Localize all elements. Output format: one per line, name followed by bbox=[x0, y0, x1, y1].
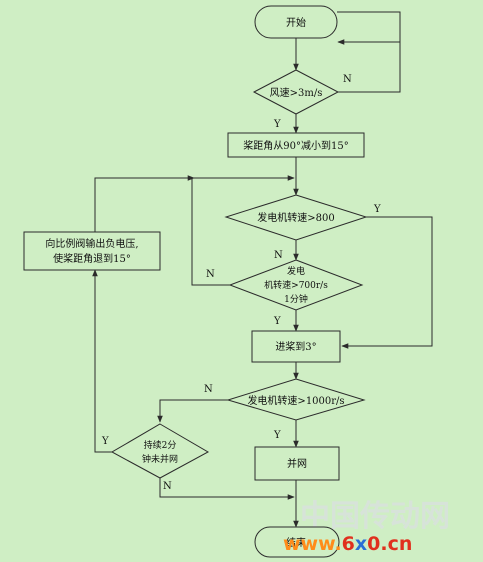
edge-1000-no bbox=[157, 399, 230, 423]
edge-label-700-yes: Y bbox=[273, 316, 281, 327]
gen-speed-1000-label: 发电机转速>1000r/s bbox=[247, 394, 344, 407]
watermark-url-cn: .cn bbox=[380, 533, 412, 555]
edge-label-800-no: N bbox=[274, 250, 283, 261]
gen-speed-800-label: 发电机转速>800 bbox=[257, 211, 334, 224]
edge-label-700-no: N bbox=[206, 269, 215, 280]
pitch-3-label: 进桨到3° bbox=[275, 340, 316, 353]
edge-label-1000-yes: Y bbox=[273, 430, 281, 441]
edge-persist-yes bbox=[92, 269, 112, 453]
edge-wind-no-return bbox=[337, 39, 401, 92]
persist-decision bbox=[110, 423, 210, 479]
gen-speed-700-line2: 机转速>700r/s bbox=[264, 279, 328, 291]
edge-label-wind-yes: Y bbox=[273, 119, 281, 130]
end-node bbox=[254, 526, 340, 558]
edge-retreat-to-loop bbox=[94, 175, 195, 232]
edge-800-yes bbox=[341, 216, 433, 349]
watermark-url-x: x bbox=[355, 533, 367, 555]
retreat-line1: 向比例阀输出负电压, bbox=[45, 237, 138, 250]
gen-speed-700-decision bbox=[228, 259, 364, 311]
wind-speed-label: 风速>3m/s bbox=[270, 87, 323, 99]
watermark-url-www: www. bbox=[283, 533, 342, 555]
retreat-pitch-box bbox=[23, 231, 161, 271]
wind-speed-decision bbox=[252, 69, 340, 115]
watermark-url-6: 6 bbox=[342, 533, 355, 555]
start-label: 开始 bbox=[286, 16, 306, 29]
edge-label-persist-no: N bbox=[163, 481, 172, 492]
edge-label-800-yes: Y bbox=[373, 204, 381, 215]
gen-speed-700-line1: 发电 bbox=[287, 265, 305, 277]
edge-persist-no bbox=[159, 478, 295, 500]
watermark-url: www.6x0.cn bbox=[283, 533, 412, 555]
gen-speed-800-decision bbox=[224, 194, 368, 241]
persist-line2: 钟未并网 bbox=[142, 453, 178, 465]
edge-label-persist-yes: Y bbox=[101, 436, 109, 447]
watermark-url-0: 0 bbox=[367, 533, 380, 555]
start-node bbox=[254, 5, 338, 39]
persist-line1: 持续2分 bbox=[144, 439, 177, 451]
grid-connect-label: 并网 bbox=[287, 457, 307, 470]
grid-connect-box bbox=[254, 446, 340, 481]
gen-speed-1000-decision bbox=[226, 378, 366, 421]
edge-700-no bbox=[191, 175, 295, 286]
gen-speed-700-line3: 1分钟 bbox=[284, 293, 308, 305]
pitch-reduce-label: 桨距角从90°减小到15° bbox=[243, 139, 348, 152]
pitch-3-box bbox=[251, 330, 341, 363]
edge-label-1000-no: N bbox=[204, 384, 213, 395]
edge-label-wind-no: N bbox=[343, 74, 352, 85]
pitch-reduce-box bbox=[227, 132, 365, 158]
end-label: 结束 bbox=[286, 536, 306, 549]
retreat-line2: 使桨距角退到15° bbox=[53, 252, 131, 265]
